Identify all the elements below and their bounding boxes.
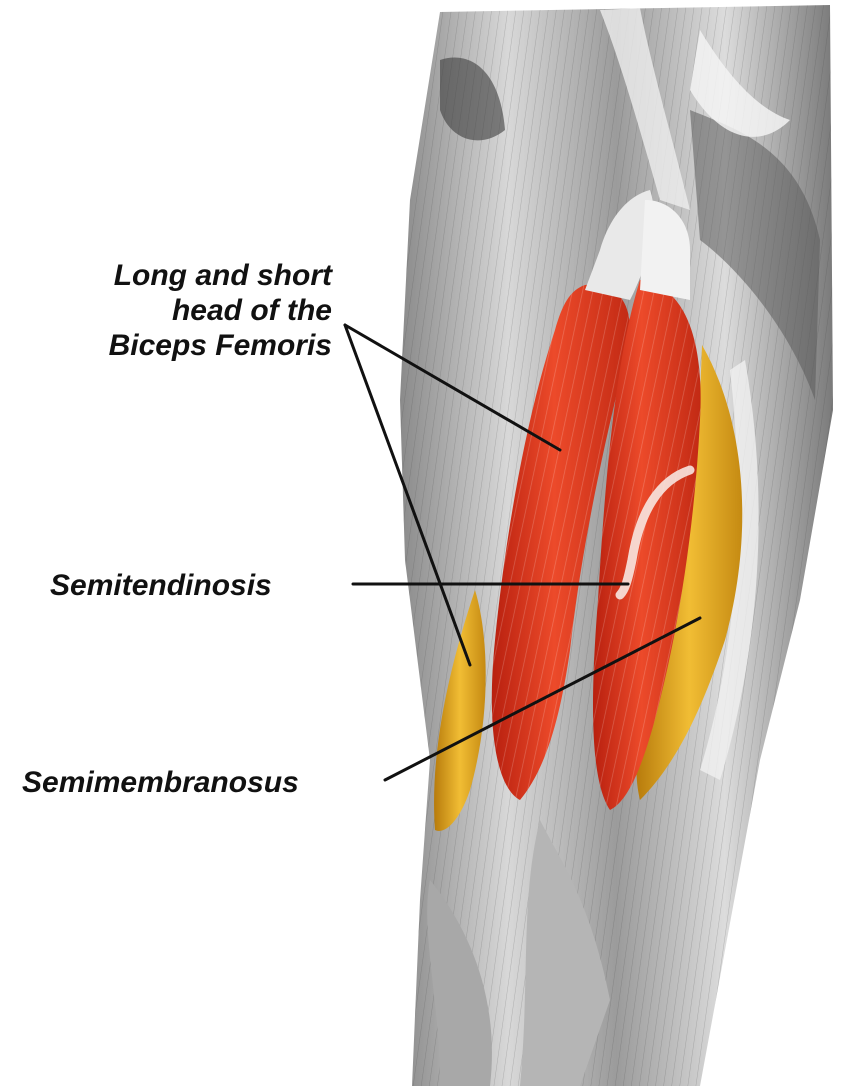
biceps-label-line-2: head of the [20,293,332,328]
semimembranosus-label: Semimembranosus [22,765,299,800]
semitendinosis-label: Semitendinosis [50,568,272,603]
biceps-femoris-label: Long and short head of the Biceps Femori… [20,258,332,363]
biceps-label-line-1: Long and short [20,258,332,293]
biceps-label-line-3: Biceps Femoris [20,328,332,363]
